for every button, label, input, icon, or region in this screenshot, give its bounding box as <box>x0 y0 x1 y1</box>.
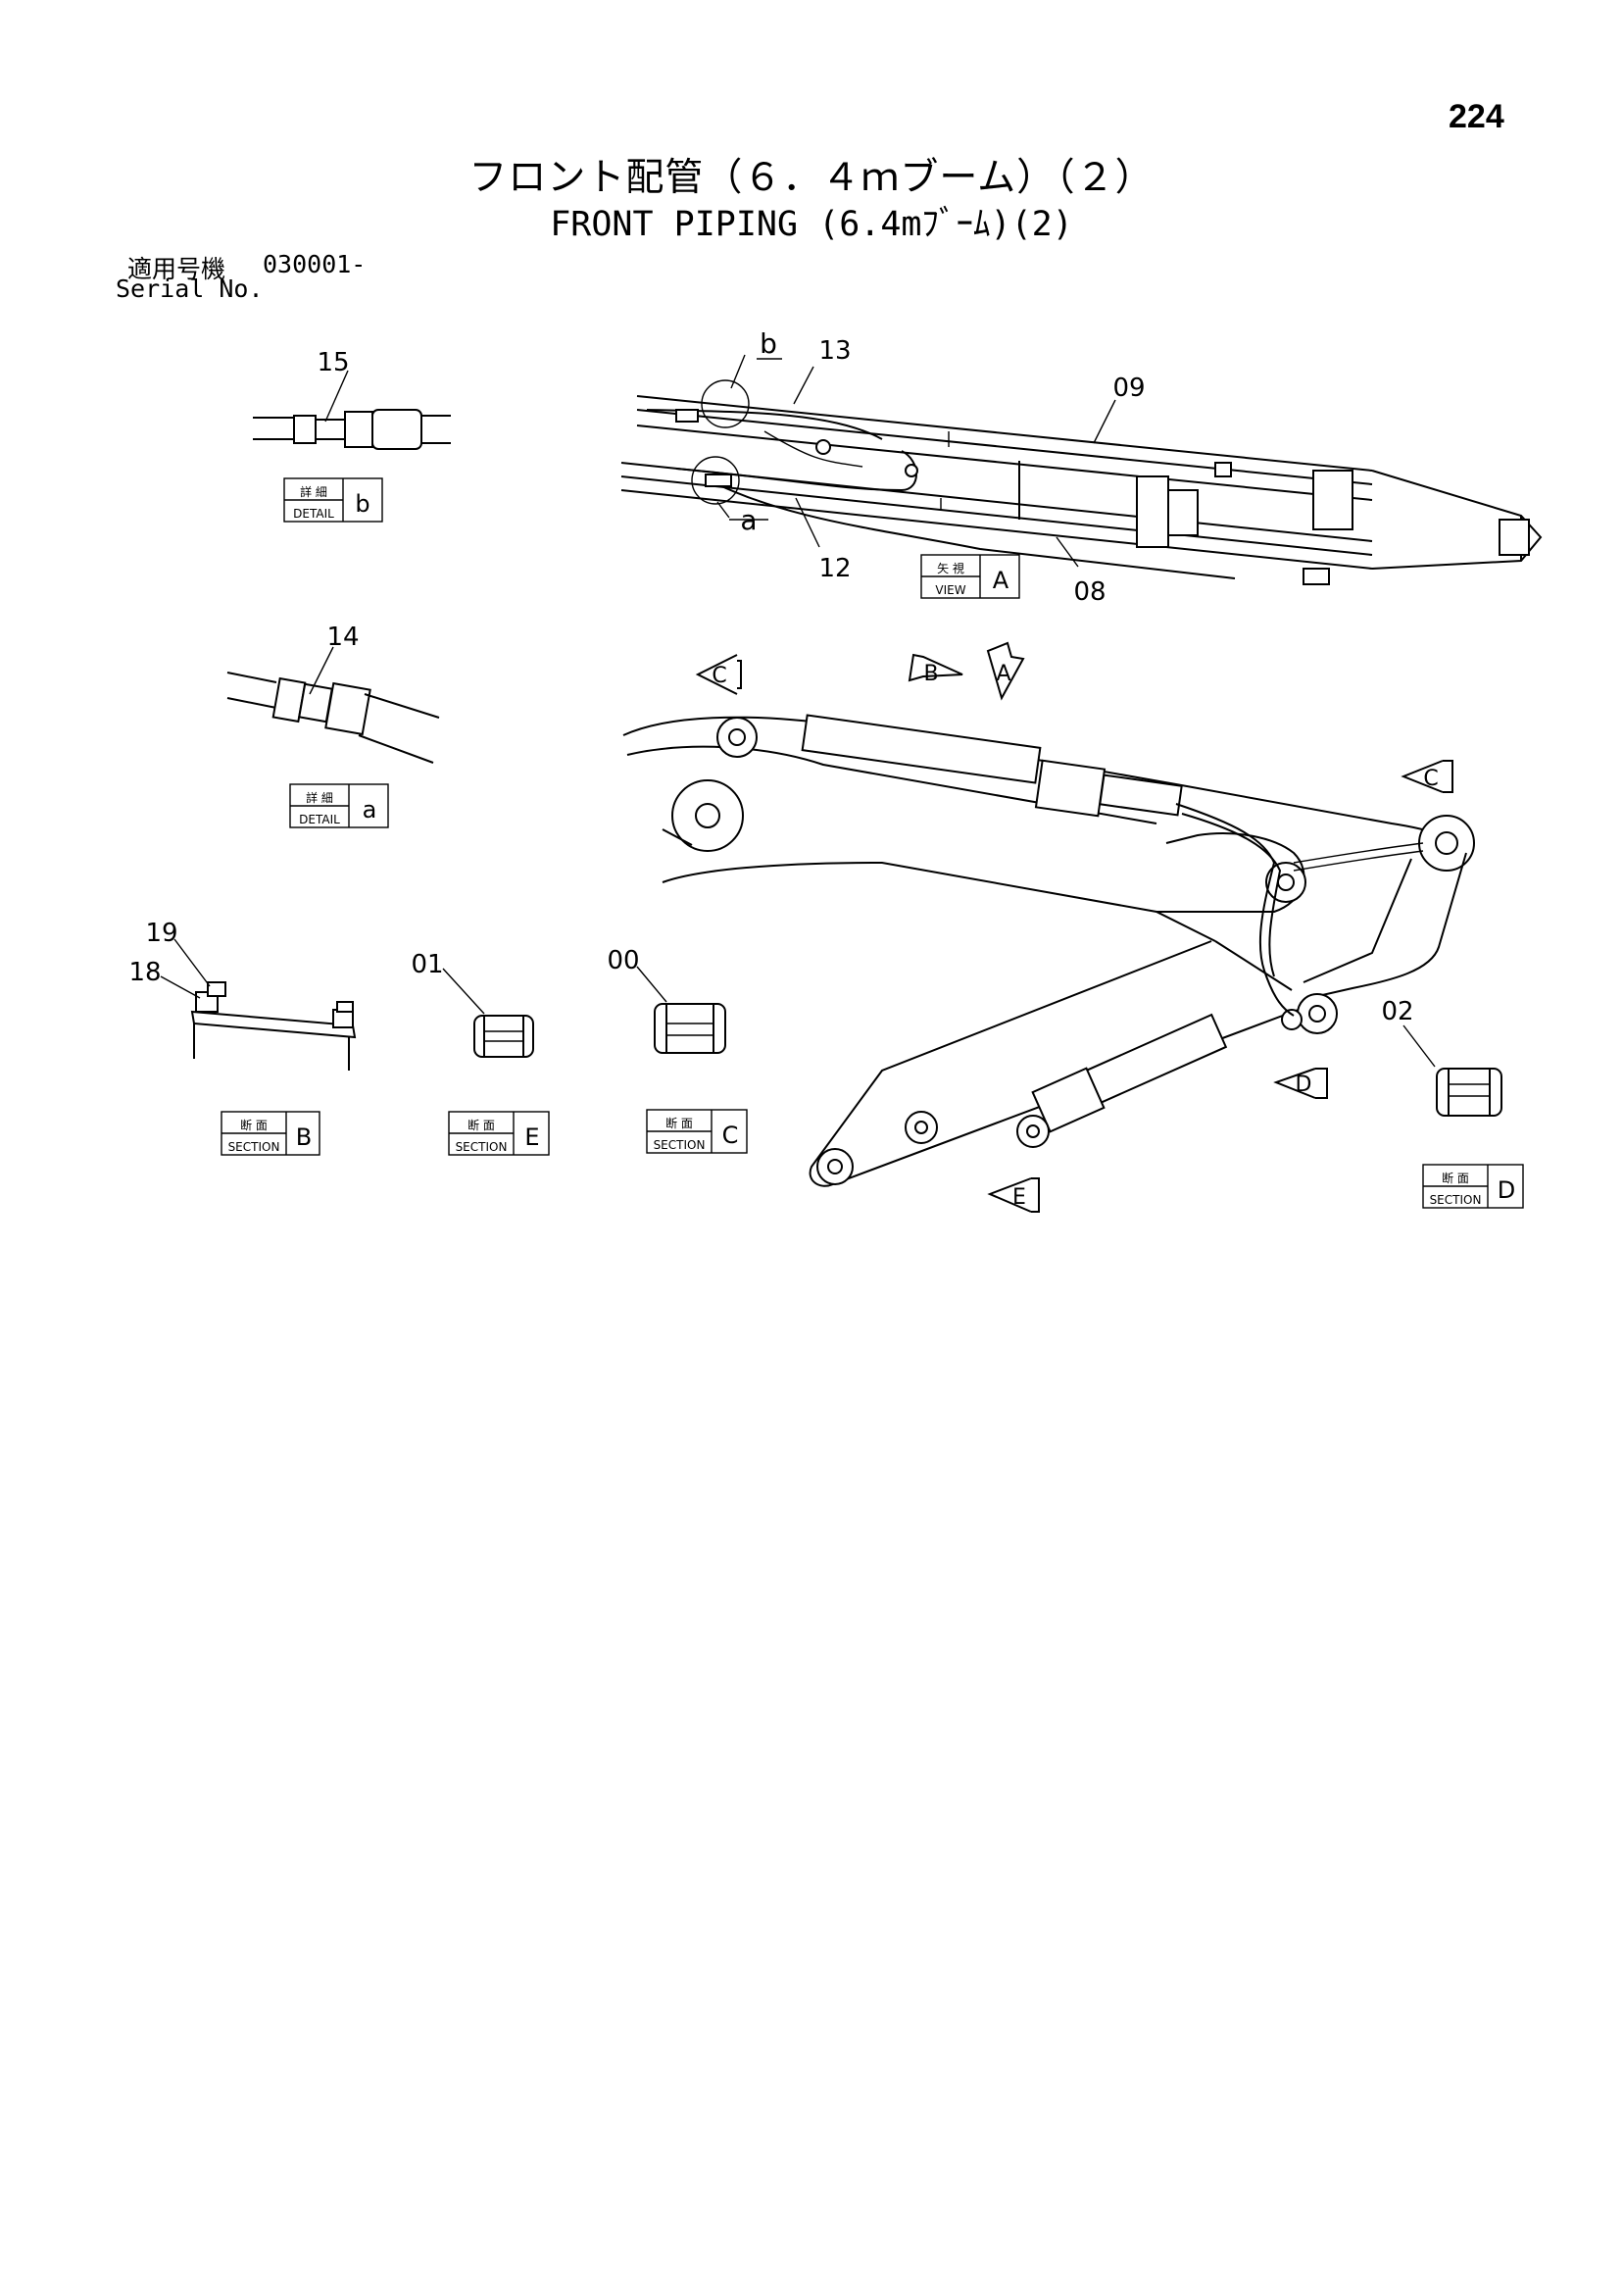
front-side-view <box>622 714 1475 1187</box>
svg-text:矢 視: 矢 視 <box>937 561 964 575</box>
callout-b: b <box>760 327 777 360</box>
arrow-e: E <box>987 1177 1040 1213</box>
svg-text:E: E <box>524 1123 539 1151</box>
part-number-01: 01 <box>411 950 443 979</box>
serial-label-japanese: 適用号機 <box>127 255 226 283</box>
serial-number: 030001- <box>263 250 367 278</box>
section-b-drawing <box>160 938 357 1071</box>
section-e-drawing <box>442 968 534 1058</box>
svg-text:断 面: 断 面 <box>1442 1171 1469 1185</box>
detail-a-drawing <box>226 646 440 764</box>
svg-text:C: C <box>1423 767 1438 791</box>
part-number-19: 19 <box>145 919 177 948</box>
detail-b-drawing <box>253 370 451 450</box>
page-number: 224 <box>1449 98 1504 135</box>
section-c-label: 断 面 SECTION C <box>646 1109 748 1154</box>
svg-text:C: C <box>722 1122 739 1149</box>
svg-text:断 面: 断 面 <box>240 1118 268 1132</box>
svg-text:B: B <box>296 1123 312 1151</box>
parts-diagram: 15 詳 細 DETAIL b 14 詳 細 DETAIL a <box>128 327 1543 1213</box>
svg-text:a: a <box>363 796 377 824</box>
part-number-13: 13 <box>818 336 851 366</box>
svg-text:詳 細: 詳 細 <box>300 484 327 499</box>
svg-text:A: A <box>996 662 1010 686</box>
svg-text:SECTION: SECTION <box>228 1140 280 1154</box>
part-number-00: 00 <box>607 946 639 975</box>
part-number-09: 09 <box>1112 374 1145 403</box>
part-number-14: 14 <box>326 623 359 652</box>
part-number-15: 15 <box>317 348 349 377</box>
detail-a-label: 詳 細 DETAIL a <box>289 783 389 828</box>
title-english: FRONT PIPING (6.4mﾌﾞｰﾑ)(2) <box>550 205 1073 244</box>
svg-text:断 面: 断 面 <box>665 1116 693 1130</box>
svg-text:B: B <box>923 662 938 686</box>
view-a-drawing <box>620 354 1543 585</box>
arrow-c-top: C <box>695 654 742 695</box>
svg-text:D: D <box>1296 1073 1312 1097</box>
section-b-label: 断 面 SECTION B <box>221 1111 320 1156</box>
svg-text:A: A <box>993 567 1009 594</box>
arrow-c-right: C <box>1401 760 1453 793</box>
svg-text:DETAIL: DETAIL <box>299 813 340 826</box>
detail-b-label: 詳 細 DETAIL b <box>283 477 383 523</box>
svg-text:E: E <box>1012 1185 1026 1210</box>
section-d-label: 断 面 SECTION D <box>1422 1164 1524 1209</box>
svg-text:C: C <box>712 664 726 688</box>
svg-text:SECTION: SECTION <box>654 1138 706 1152</box>
arrow-a-top: A <box>986 641 1025 701</box>
section-d-drawing <box>1436 1068 1502 1117</box>
arrow-b-top: B <box>908 653 963 686</box>
view-a-label: 矢 視 VIEW A <box>920 554 1020 599</box>
serial-label-english: Serial No. <box>116 275 264 303</box>
svg-text:VIEW: VIEW <box>935 583 965 597</box>
part-number-02: 02 <box>1381 997 1413 1026</box>
section-e-label: 断 面 SECTION E <box>448 1111 550 1156</box>
svg-text:D: D <box>1498 1176 1515 1204</box>
arrow-d: D <box>1273 1068 1328 1099</box>
svg-text:b: b <box>355 490 369 518</box>
svg-text:断 面: 断 面 <box>467 1118 495 1132</box>
svg-text:DETAIL: DETAIL <box>293 507 334 521</box>
svg-text:詳 細: 詳 細 <box>306 790 333 805</box>
svg-text:SECTION: SECTION <box>456 1140 508 1154</box>
svg-text:SECTION: SECTION <box>1430 1193 1482 1207</box>
part-number-18: 18 <box>128 958 161 987</box>
title-japanese: フロント配管（６．４ｍブーム）（２） <box>468 156 1155 200</box>
part-number-12: 12 <box>818 554 851 583</box>
section-c-drawing <box>636 966 726 1054</box>
part-number-08: 08 <box>1073 577 1106 607</box>
